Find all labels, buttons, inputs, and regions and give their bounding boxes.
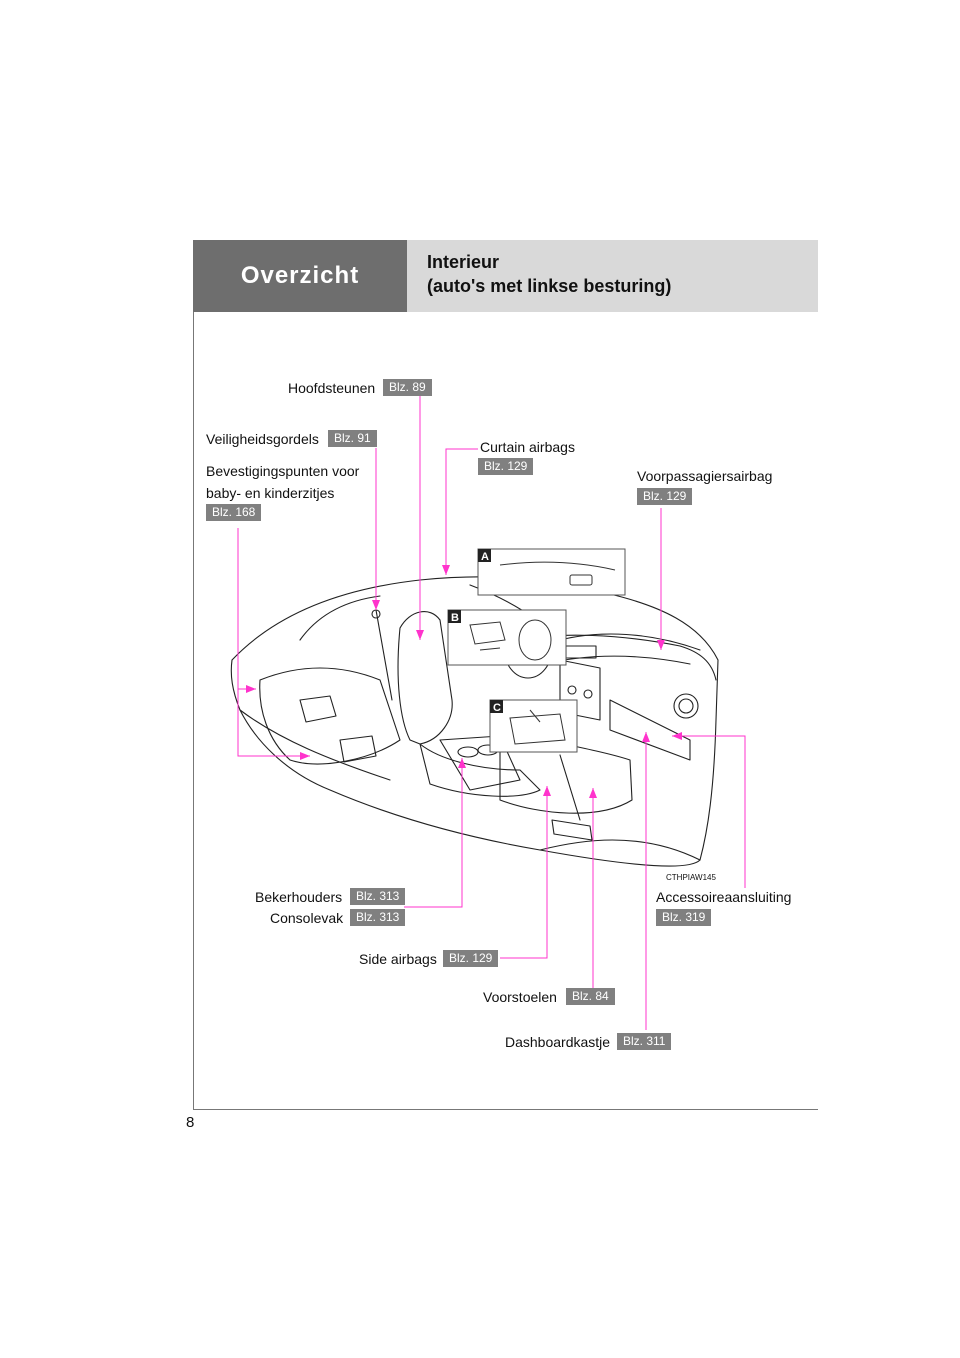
label-consolevak: Consolevak: [270, 910, 344, 926]
label-bevestigingspunten-line2: baby- en kinderzitjes: [206, 485, 335, 501]
label-veiligheidsgordels: Veiligheidsgordels: [206, 431, 319, 447]
page-ref-voorpassagiersairbag[interactable]: Blz. 129: [637, 488, 693, 505]
inset-a-frame: [477, 548, 626, 596]
page-ref-voorstoelen[interactable]: Blz. 84: [566, 988, 615, 1005]
page-title: Interieur: [427, 252, 500, 272]
page-ref-dashboardkastje[interactable]: Blz. 311: [617, 1033, 672, 1050]
page-ref-accessoireaansluiting[interactable]: Blz. 319: [656, 909, 712, 926]
inset-a-letter: A: [481, 551, 489, 563]
leader-curtain-airbags: [445, 448, 478, 575]
inset-c-letter: C: [493, 702, 501, 714]
label-voorstoelen: Voorstoelen: [483, 989, 557, 1005]
inset-b-frame: [447, 609, 567, 666]
inset-details: [469, 561, 616, 745]
label-voorpassagiersairbag: Voorpassagiersairbag: [637, 468, 773, 484]
image-code: CTHPIAW145: [666, 873, 716, 882]
leader-bevestigingspunten: [237, 528, 310, 757]
inset-c-marker: [490, 700, 503, 713]
inset-b-marker: [448, 610, 461, 623]
inset-b-letter: B: [451, 612, 459, 624]
leader-bekerhouders: [404, 758, 463, 908]
page-ref-curtain-airbags[interactable]: Blz. 129: [478, 458, 534, 475]
page-number: 8: [186, 1114, 195, 1131]
page-header: Interieur (auto's met linkse besturing): [407, 240, 818, 312]
inset-a-marker: [478, 549, 491, 562]
section-title: Overzicht: [240, 262, 360, 289]
label-accessoireaansluiting: Accessoireaansluiting: [656, 889, 792, 905]
leader-accessoireaansluiting: [672, 735, 746, 888]
label-dashboardkastje: Dashboardkastje: [505, 1034, 611, 1050]
label-bevestigingspunten-line1: Bevestigingspunten voor: [206, 463, 360, 479]
label-curtain-airbags: Curtain airbags: [480, 439, 575, 455]
page-ref-side-airbags[interactable]: Blz. 129: [443, 950, 499, 967]
inset-c-frame: [489, 699, 578, 753]
label-hoofdsteunen: Hoofdsteunen: [288, 380, 376, 396]
left-margin-rule: [193, 312, 194, 1109]
footer-rule: [193, 1109, 818, 1110]
page-ref-consolevak[interactable]: Blz. 313: [350, 909, 406, 926]
page-ref-bevestigingspunten[interactable]: Blz. 168: [206, 504, 262, 521]
page-ref-bekerhouders[interactable]: Blz. 313: [350, 888, 406, 905]
label-side-airbags: Side airbags: [359, 951, 437, 967]
page-ref-veiligheidsgordels[interactable]: Blz. 91: [328, 430, 377, 447]
leader-lines: [237, 396, 746, 1030]
page-ref-hoofdsteunen[interactable]: Blz. 89: [383, 379, 432, 396]
page-subtitle: (auto's met linkse besturing): [427, 276, 672, 296]
label-bekerhouders: Bekerhouders: [255, 889, 343, 905]
leader-arrowheads: [246, 565, 682, 798]
section-tab: Overzicht: [193, 240, 407, 312]
leader-side-airbags: [500, 786, 548, 959]
